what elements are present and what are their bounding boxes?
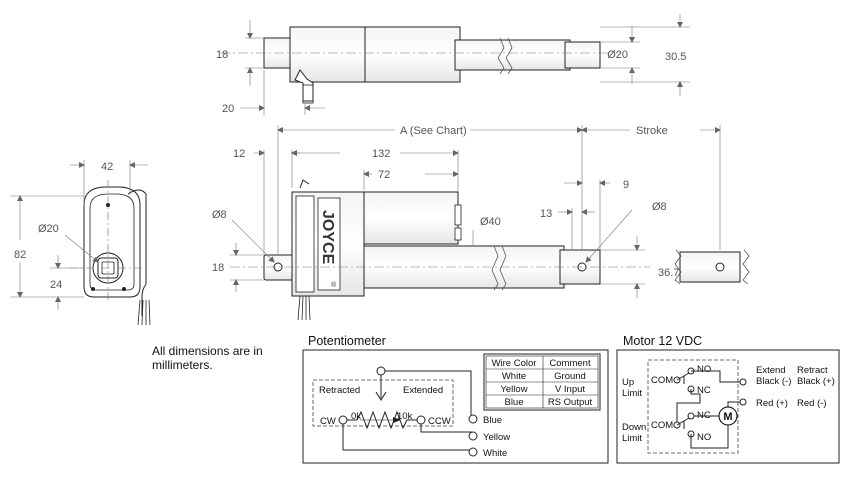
table-header-wire: Wire Color xyxy=(492,358,537,369)
end-dim-width: 42 xyxy=(101,161,113,173)
end-dim-offset: 24 xyxy=(50,279,62,291)
note-line-2: millimeters. xyxy=(152,358,213,372)
side-dim-132: 132 xyxy=(372,148,390,160)
table-cell: White xyxy=(502,371,526,382)
down-limit-1: Down xyxy=(622,422,646,433)
pot-label-ccw: CCW xyxy=(428,416,451,427)
pot-label-10k: 10k xyxy=(397,411,413,422)
pot-label-retracted: Retracted xyxy=(319,385,360,396)
note-line-1: All dimensions are in xyxy=(152,344,263,358)
extend-red: Red (+) xyxy=(756,398,788,409)
end-dim-diameter: Ø20 xyxy=(38,223,59,235)
side-dim-18: 18 xyxy=(212,262,224,274)
retract-header-1: Retract xyxy=(797,365,828,376)
motor-symbol: M xyxy=(723,411,732,423)
side-dim-length-a: A (See Chart) xyxy=(400,125,467,137)
side-dim-stroke: Stroke xyxy=(636,125,668,137)
up-limit-1: Up xyxy=(622,377,634,388)
top-view: 18 Ø20 30.5 20 xyxy=(216,14,690,115)
pot-label-cw: CW xyxy=(320,416,336,427)
side-dim-36-7: 36.7 xyxy=(658,267,679,279)
potentiometer-panel: Potentiometer Retracted Extended 0k 10k … xyxy=(302,334,609,464)
top-dim-tab-width: 20 xyxy=(222,103,234,115)
top-dim-height: 18 xyxy=(216,49,228,61)
side-dim-72: 72 xyxy=(378,169,390,181)
side-dim-hole-left: Ø8 xyxy=(212,209,227,221)
pot-label-0k: 0k xyxy=(351,411,361,422)
top-dim-diameter: Ø20 xyxy=(607,49,628,61)
table-cell: RS Output xyxy=(548,397,593,408)
wire-color-table: Wire Color Comment White Ground Yellow V… xyxy=(483,353,601,411)
potentiometer-title: Potentiometer xyxy=(308,334,386,348)
retract-header-2: Black (+) xyxy=(797,376,835,387)
end-view: 42 Ø20 82 24 xyxy=(10,160,151,326)
top-gear-housing xyxy=(289,26,371,83)
side-dim-12: 12 xyxy=(233,148,245,160)
table-cell: V Input xyxy=(555,384,585,395)
joyce-logo: JOYCE xyxy=(319,210,336,265)
table-cell: Ground xyxy=(554,371,586,382)
up-no: NO xyxy=(697,364,711,375)
motor-panel: Motor 12 VDC Up Limit Down Limit COM COM… xyxy=(616,334,840,464)
down-no: NO xyxy=(697,432,711,443)
side-dim-9: 9 xyxy=(623,179,629,191)
top-dim-overall-height: 30.5 xyxy=(665,51,686,63)
end-dim-height: 82 xyxy=(14,249,26,261)
top-motor-body xyxy=(364,26,461,83)
table-header-comment: Comment xyxy=(549,358,591,369)
wire-label-white: White xyxy=(483,448,507,459)
top-outer-tube xyxy=(454,39,571,71)
extend-header-1: Extend xyxy=(756,365,786,376)
side-extended-rod xyxy=(679,251,741,283)
side-view: JOYCE ® xyxy=(212,125,750,321)
top-inner-rod xyxy=(564,41,601,69)
table-cell: Yellow xyxy=(500,384,527,395)
extend-header-2: Black (-) xyxy=(756,376,791,387)
side-dim-13: 13 xyxy=(540,208,552,220)
wire-label-yellow: Yellow xyxy=(483,432,510,443)
side-dim-motor-dia: Ø40 xyxy=(480,216,501,228)
motor-title: Motor 12 VDC xyxy=(623,334,702,348)
wire-label-blue: Blue xyxy=(483,415,502,426)
up-nc: NC xyxy=(697,385,711,396)
down-com: COM xyxy=(651,420,673,431)
up-limit-2: Limit xyxy=(622,388,642,399)
table-cell: Blue xyxy=(504,397,523,408)
pot-label-extended: Extended xyxy=(403,385,443,396)
side-dim-hole-right: Ø8 xyxy=(652,201,667,213)
side-motor-body xyxy=(363,191,459,245)
retract-red: Red (-) xyxy=(797,398,827,409)
up-com: COM xyxy=(651,375,673,386)
units-note: All dimensions are in millimeters. xyxy=(152,344,263,372)
down-limit-2: Limit xyxy=(622,433,642,444)
registered-mark: ® xyxy=(331,281,337,289)
